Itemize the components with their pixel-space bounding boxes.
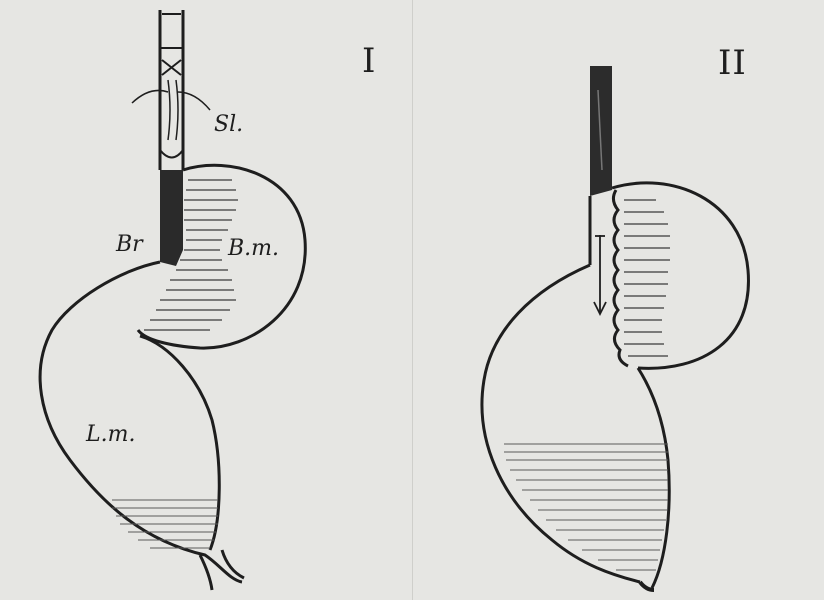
- panel-2-sack-inner: [638, 368, 669, 588]
- down-arrow-icon: [594, 235, 606, 314]
- panel-1-numeral: I: [362, 44, 376, 78]
- label-br: Br: [116, 234, 143, 256]
- panel-2-balloon-hatching: [624, 200, 670, 356]
- panel-2-drawing: [412, 0, 824, 600]
- panel-2-right-balloon: [612, 183, 748, 368]
- panel-2-balloon-edge: [613, 190, 628, 366]
- panel-1: I Sl. Br B.m. L.m.: [0, 0, 413, 600]
- label-sl: Sl.: [214, 114, 243, 136]
- panel-2-numeral: II: [718, 46, 747, 80]
- panel-2: II: [412, 0, 824, 600]
- label-bm: B.m.: [228, 238, 279, 260]
- panel-1-sack-inner: [140, 336, 219, 550]
- panel-2-tube: [590, 66, 612, 196]
- panel-1-sl-pointers: [132, 90, 210, 110]
- panel-2-sack-hatching: [504, 444, 668, 570]
- panel-1-balloon-hatching: [144, 180, 238, 330]
- panel-1-tube: [160, 10, 183, 170]
- panel-1-drawing: [0, 0, 412, 600]
- panel-1-br-wall: [160, 170, 183, 266]
- label-lm: L.m.: [86, 424, 135, 446]
